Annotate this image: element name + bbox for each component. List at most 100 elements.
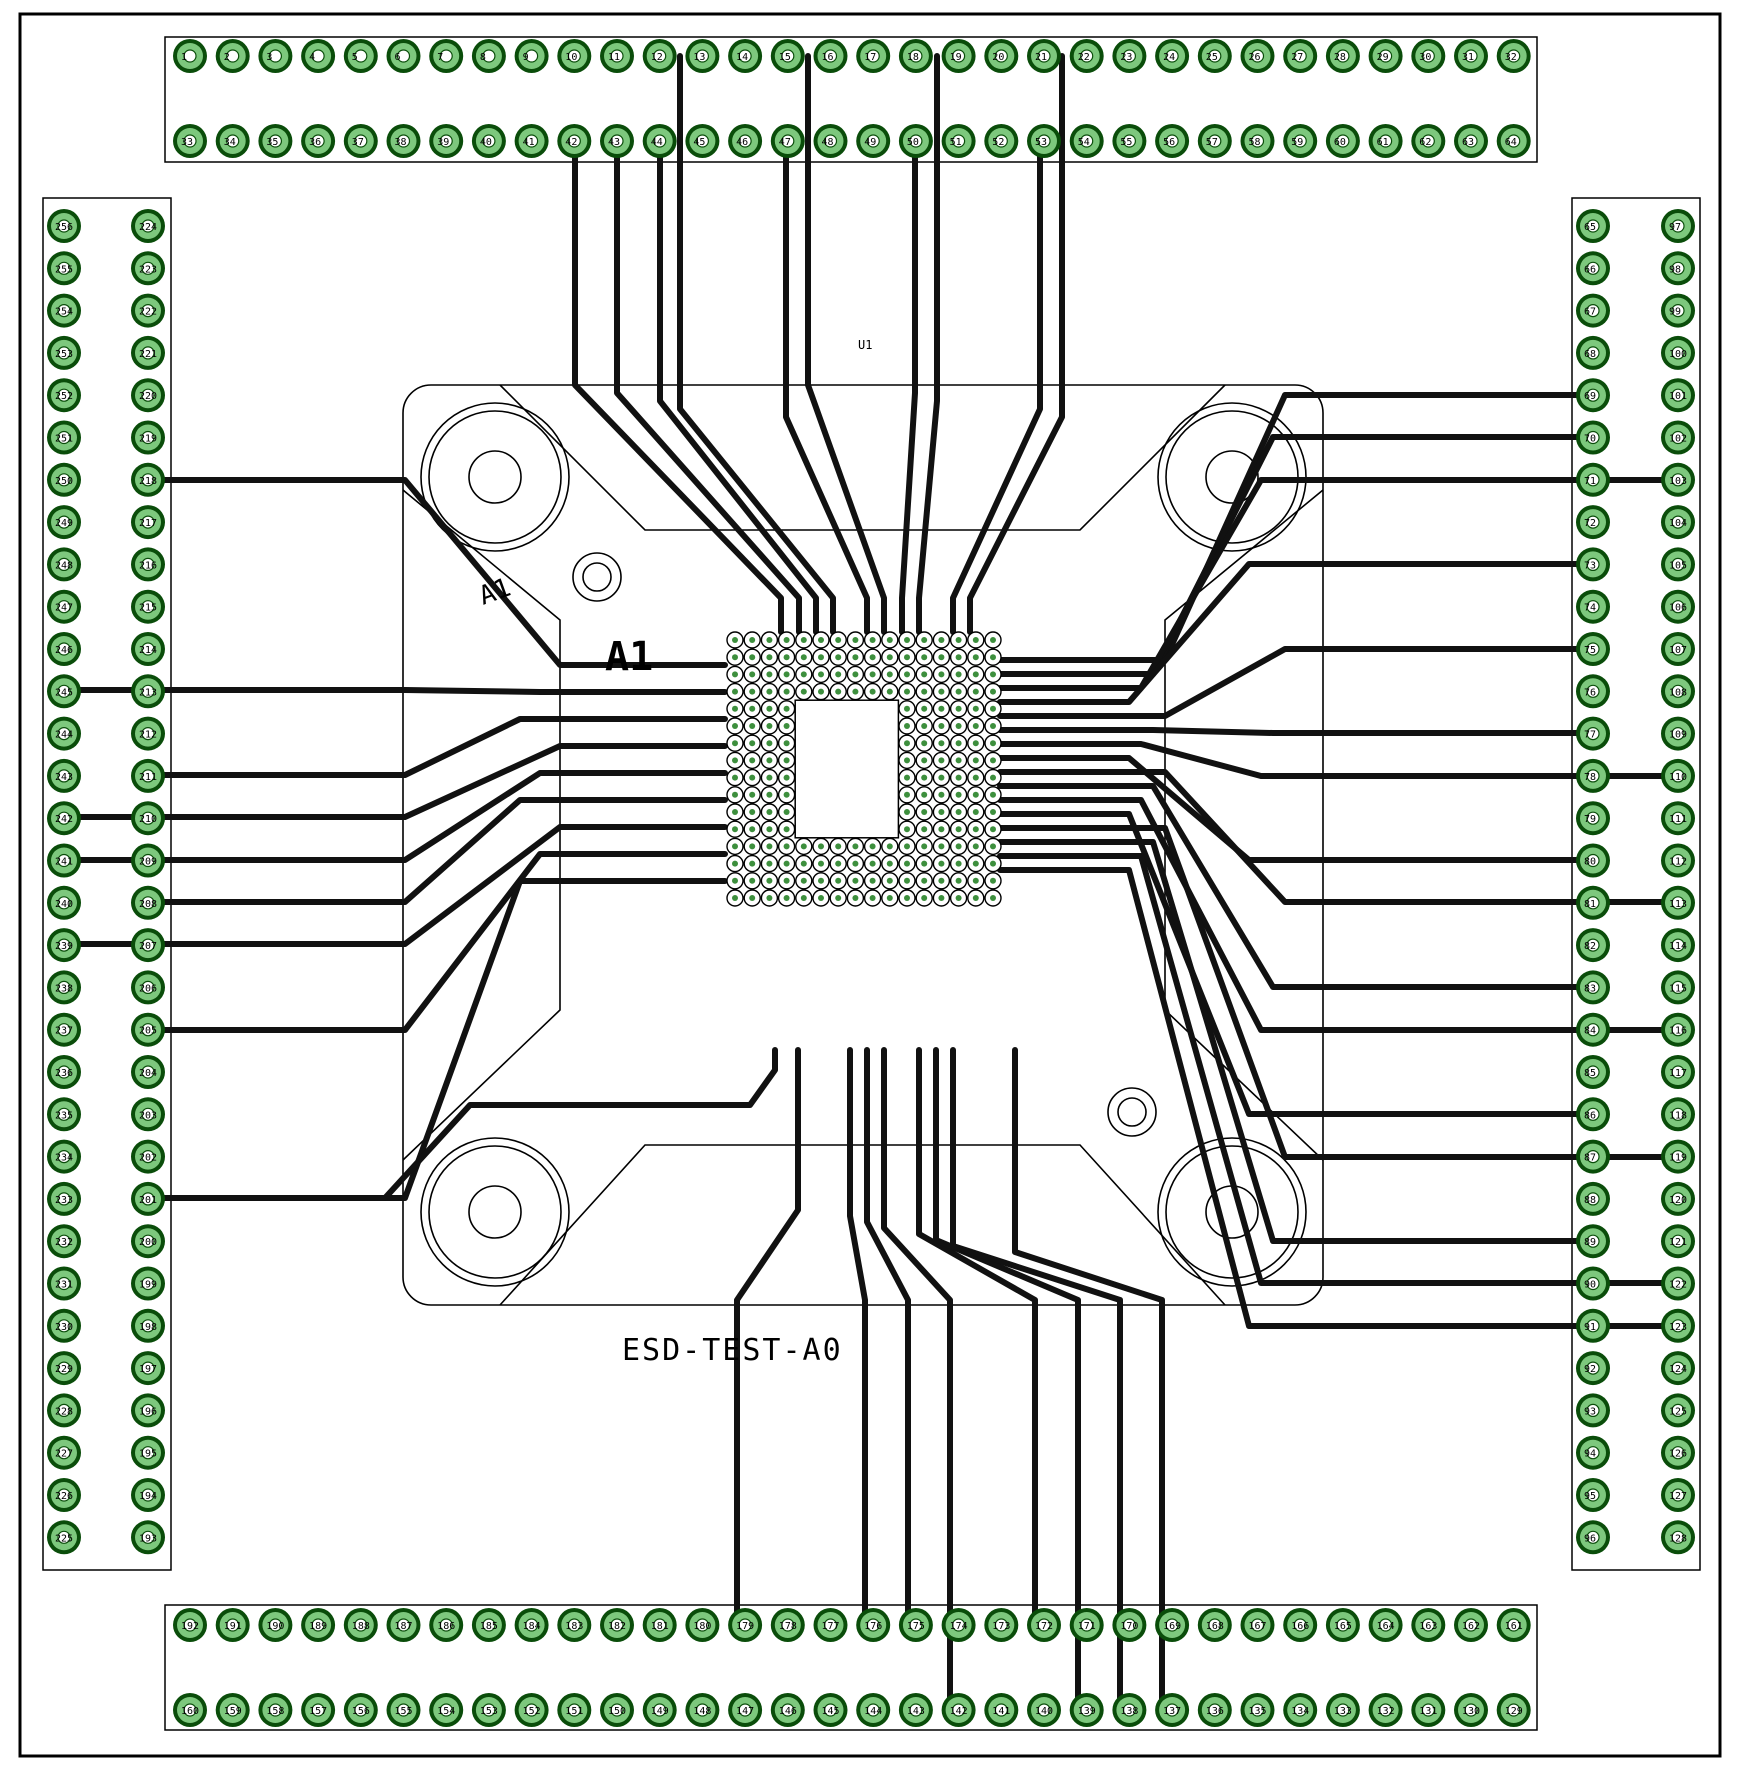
bga-ball (777, 803, 796, 821)
bga-ball (967, 682, 985, 701)
svg-text:194: 194 (139, 1491, 157, 1502)
svg-text:160: 160 (181, 1706, 199, 1717)
left-header-pad: 230 (47, 1308, 81, 1343)
svg-text:131: 131 (1419, 1706, 1437, 1717)
svg-text:150: 150 (608, 1706, 626, 1717)
svg-text:54: 54 (1078, 137, 1090, 148)
svg-text:121: 121 (1669, 1237, 1687, 1248)
svg-text:18: 18 (907, 52, 919, 63)
bottom-header-pad: 165 (1325, 1608, 1360, 1642)
bga-ball (915, 734, 933, 752)
right-header-pad: 109 (1661, 716, 1695, 751)
svg-text:35: 35 (266, 137, 278, 148)
pcb-trace (997, 783, 1596, 990)
svg-text:164: 164 (1377, 1621, 1395, 1632)
svg-text:106: 106 (1669, 603, 1687, 614)
pcb-trace (899, 138, 918, 635)
bottom-header-pad: 141 (984, 1693, 1019, 1727)
svg-text:146: 146 (779, 1706, 797, 1717)
left-header-pad: 245 (47, 674, 81, 709)
top-header-pad: 54 (1069, 124, 1104, 158)
bga-ball (743, 700, 761, 718)
right-header-pad: 79 (1576, 801, 1610, 836)
right-header-pad: 127 (1661, 1478, 1695, 1512)
left-header-pad: 196 (131, 1393, 165, 1428)
bottom-header-pad: 178 (770, 1608, 805, 1642)
bga-ball (984, 820, 1002, 838)
bottom-header-pad: 173 (984, 1608, 1019, 1642)
pcb-trace (864, 1047, 911, 1628)
svg-text:16: 16 (822, 52, 834, 63)
bottom-header-pad: 174 (941, 1608, 976, 1642)
left-header-pad: 229 (47, 1351, 81, 1386)
top-header-pad: 13 (685, 39, 720, 73)
left-header-pad: 206 (131, 970, 165, 1005)
bga-ball (743, 820, 761, 838)
top-header-pad: 20 (984, 39, 1019, 73)
right-header-pad: 92 (1576, 1351, 1610, 1386)
svg-text:227: 227 (55, 1449, 73, 1460)
svg-text:43: 43 (608, 137, 620, 148)
right-header-pad: 67 (1576, 293, 1610, 328)
bga-ball (984, 803, 1002, 821)
svg-text:216: 216 (139, 560, 157, 571)
bga-ball (743, 631, 761, 649)
bga-ball (743, 889, 761, 907)
bga-ball (743, 837, 761, 856)
pcb-trace (145, 1047, 778, 1201)
bga-ball (898, 872, 916, 890)
bga-ball (760, 837, 779, 856)
svg-text:235: 235 (55, 1110, 73, 1121)
right-header-pad: 74 (1576, 589, 1610, 624)
right-header-pad: 75 (1576, 632, 1610, 666)
svg-text:171: 171 (1078, 1621, 1096, 1632)
bga-ball (967, 700, 985, 718)
pcb-trace (805, 53, 887, 635)
bga-ball (846, 648, 865, 666)
bga-ball (898, 665, 916, 684)
bga-ball (915, 803, 933, 821)
bga-ball (726, 682, 744, 701)
bottom-header-pad: 148 (685, 1693, 720, 1727)
bga-ball (863, 889, 882, 907)
bga-ball (984, 682, 1002, 701)
left-header-pad: 220 (131, 378, 165, 413)
svg-text:204: 204 (139, 1068, 157, 1079)
left-header-pad: 207 (131, 928, 165, 963)
bottom-header-pad: 175 (898, 1608, 933, 1642)
svg-text:116: 116 (1669, 1026, 1687, 1037)
right-header-pad: 90 (1576, 1266, 1610, 1301)
bottom-header-pad: 150 (600, 1693, 634, 1727)
svg-text:170: 170 (1120, 1621, 1138, 1632)
bga-ball (949, 889, 968, 907)
left-header-pad: 205 (131, 1012, 165, 1047)
svg-text:231: 231 (55, 1280, 73, 1291)
bga-ball (898, 648, 916, 666)
bga-ball (898, 820, 916, 838)
svg-text:107: 107 (1669, 645, 1687, 656)
bga-ball (898, 803, 916, 821)
top-header-pad: 61 (1368, 124, 1403, 158)
right-header-pad: 97 (1661, 209, 1695, 243)
svg-text:229: 229 (55, 1364, 73, 1375)
svg-text:102: 102 (1669, 434, 1687, 445)
svg-text:132: 132 (1377, 1706, 1395, 1717)
bga-ball (881, 682, 899, 701)
bga-ball (898, 717, 916, 735)
pcb-trace (614, 138, 802, 635)
top-header-pad: 36 (301, 124, 336, 158)
bottom-header-pad: 138 (1112, 1693, 1147, 1727)
right-header-pad: 118 (1661, 1097, 1695, 1132)
left-header-pad: 253 (47, 335, 81, 370)
bga-ball (777, 854, 796, 873)
bga-ball (795, 682, 813, 701)
left-header-pad: 237 (47, 1012, 81, 1047)
svg-text:20: 20 (992, 52, 1004, 63)
bga-ball (743, 803, 761, 821)
right-header-pad: 106 (1661, 589, 1695, 624)
left-header-pad: 252 (47, 378, 81, 413)
bga-ball (984, 768, 1002, 787)
right-header-pad: 73 (1576, 547, 1610, 582)
bga-ball (984, 648, 1002, 666)
